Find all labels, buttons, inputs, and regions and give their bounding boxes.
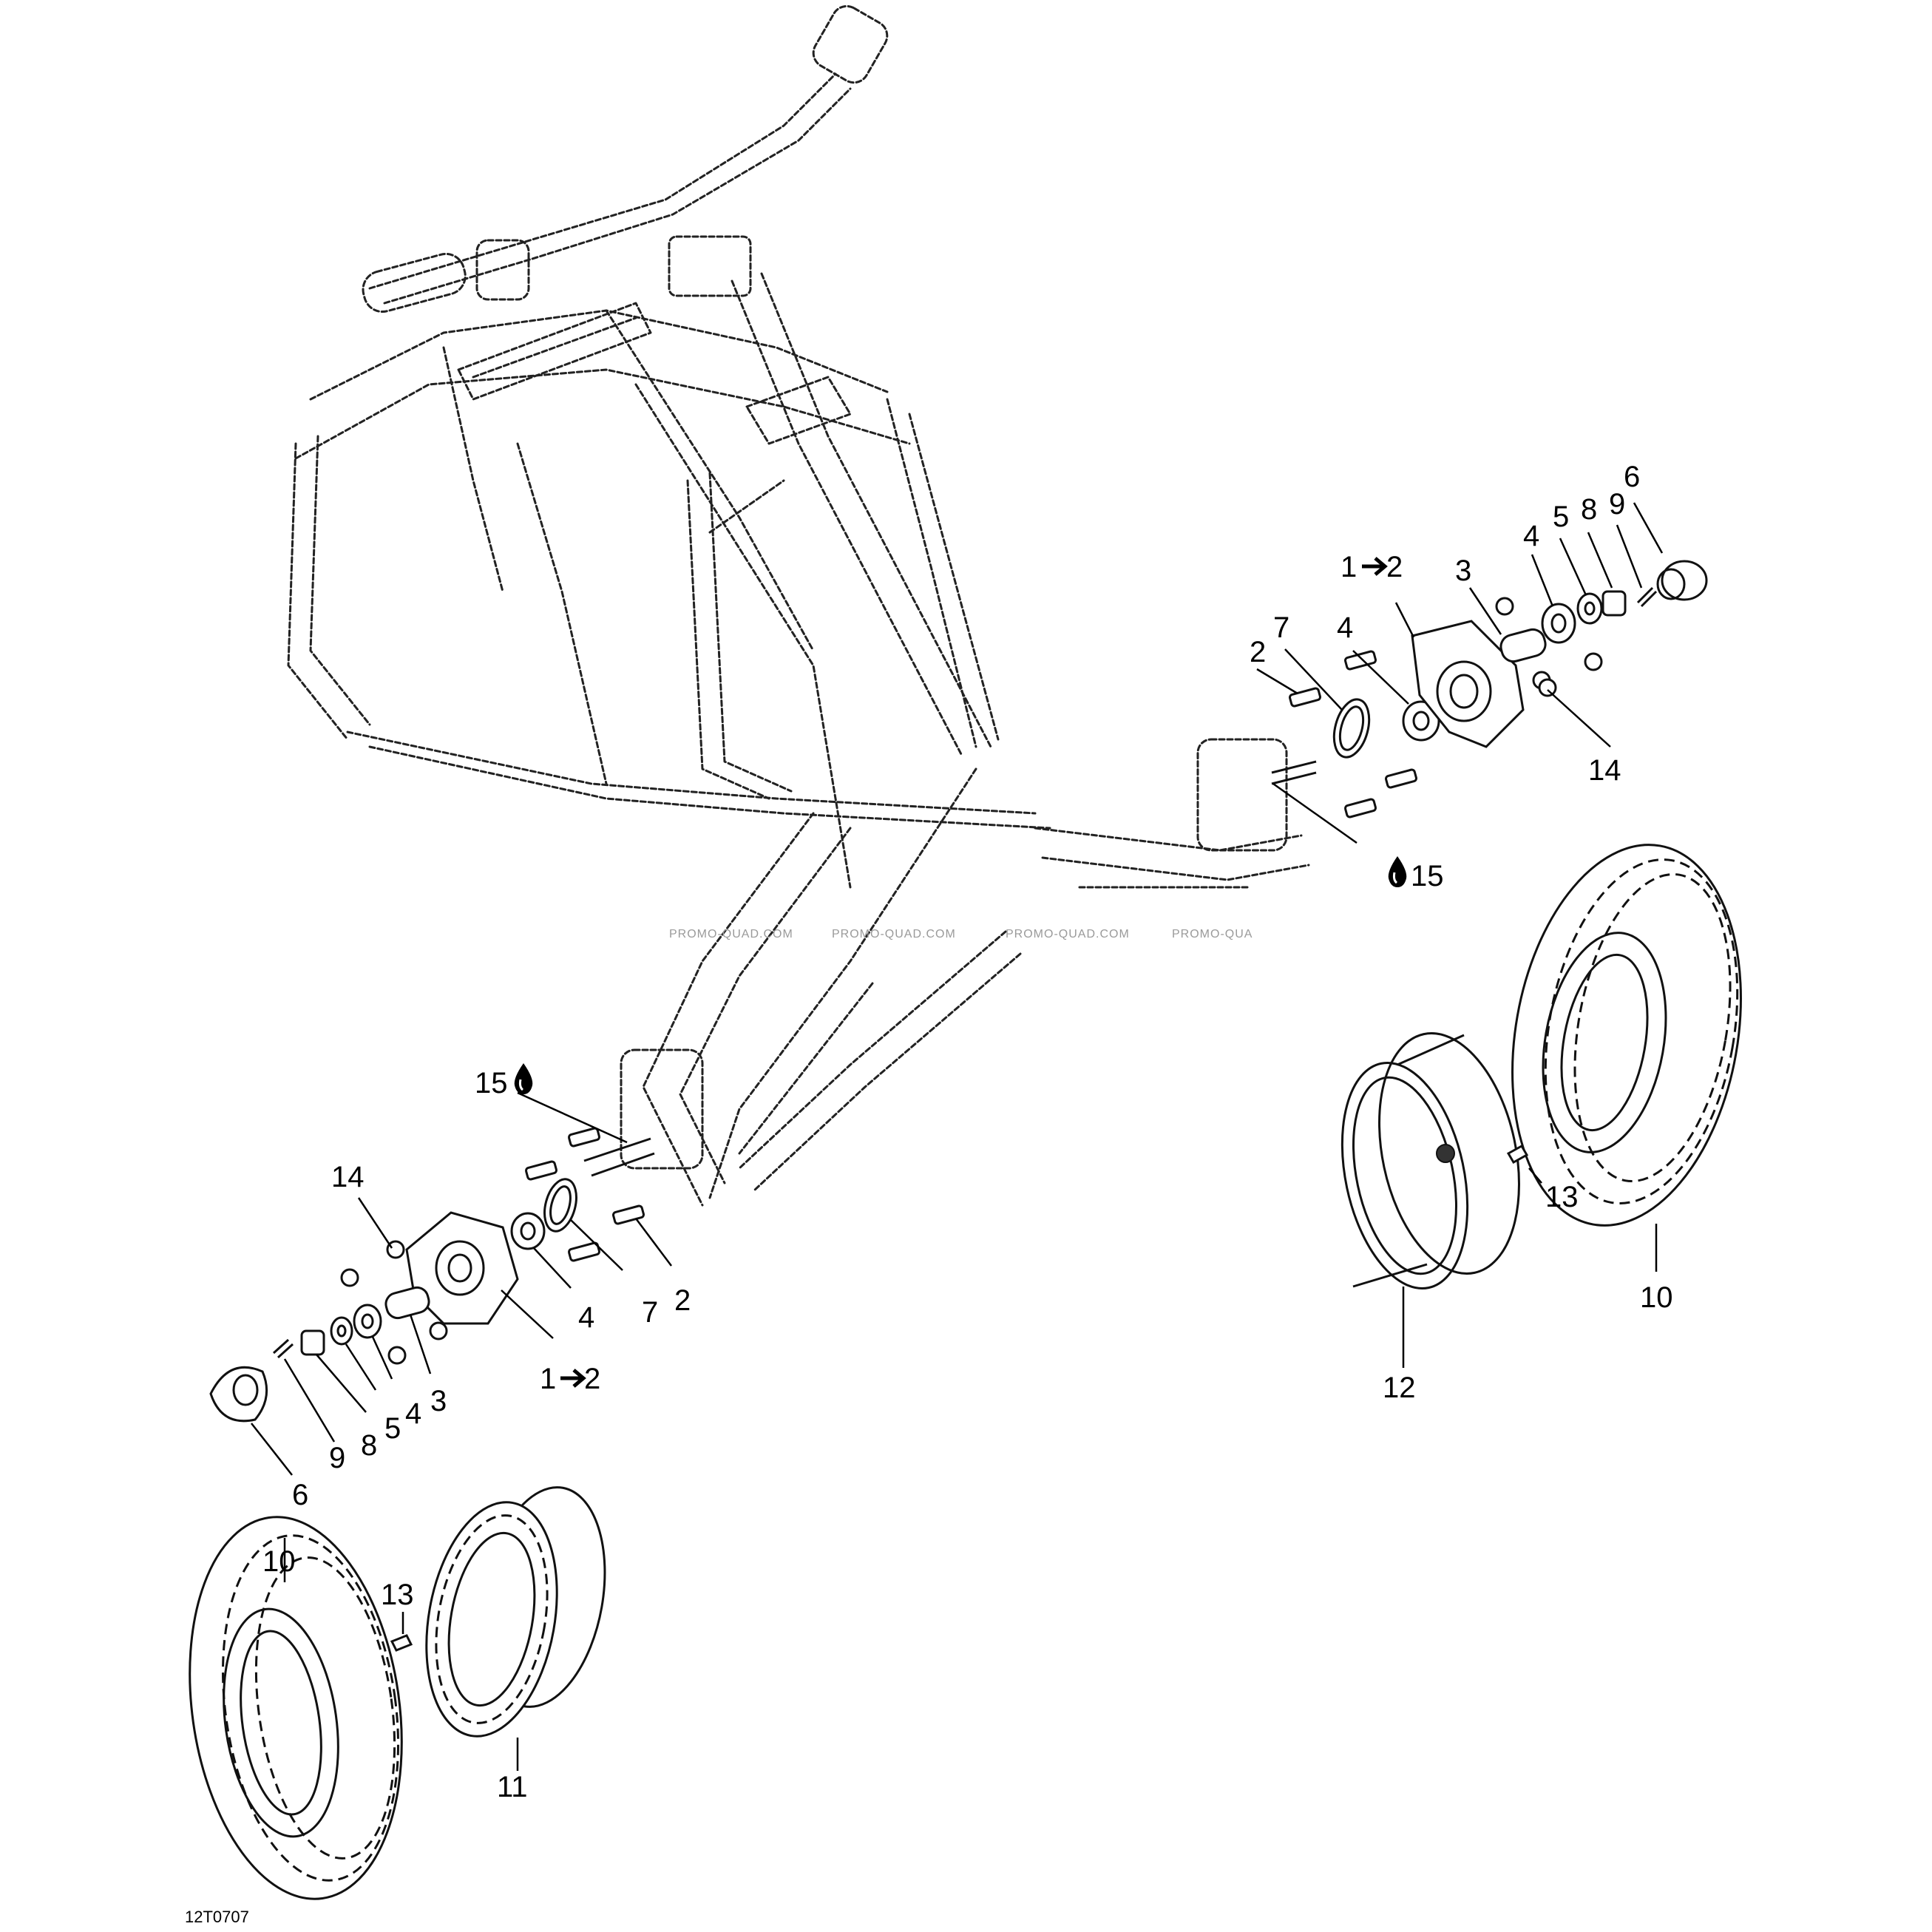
callout-4b-left: 4: [405, 1397, 421, 1430]
callout-2-left: 2: [674, 1284, 691, 1317]
watermark: PROMO-QUAD.COM PROMO-QUAD.COM PROMO-QUAD…: [669, 928, 1253, 940]
callout-9-left: 9: [329, 1442, 345, 1474]
callout-3-left: 3: [430, 1385, 447, 1417]
watermark-text: PROMO-QUA: [1172, 928, 1253, 940]
callout-13-right-valve: 13: [1545, 1181, 1579, 1213]
oil-drop-icon: [1388, 856, 1407, 887]
callout-15-right: 15: [1411, 860, 1444, 892]
callout-8-left: 8: [361, 1429, 377, 1462]
callout-4a-right: 4: [1337, 611, 1353, 644]
wheel-stud-icon: [1289, 650, 1417, 818]
callout-5-right: 5: [1553, 501, 1569, 533]
callout-12-right-rim: 12: [1383, 1372, 1416, 1404]
callout-11-left-rim: 11: [497, 1771, 528, 1803]
callout-14-right: 14: [1588, 754, 1621, 787]
leader-lines: [251, 502, 1664, 1771]
callouts-left-hub: 15 14 2 7 4 1 2 3 4 5 8 9 6: [292, 1063, 691, 1511]
drawing-code: 12T0707: [185, 1908, 249, 1926]
callout-9-right: 9: [1609, 488, 1625, 521]
watermark-text: PROMO-QUAD.COM: [1006, 928, 1130, 940]
callout-6-right: 6: [1624, 461, 1640, 493]
callout-7-left: 7: [642, 1296, 658, 1329]
callout-7-right: 7: [1273, 611, 1289, 644]
right-valve-stem-icon: [1506, 1144, 1529, 1165]
callout-10-left-tire: 10: [262, 1545, 296, 1578]
callout-4b-right: 4: [1523, 520, 1539, 552]
callout-6-left: 6: [292, 1479, 308, 1511]
oil-drop-icon: [514, 1063, 533, 1094]
callout-2-right-hub: 2: [1386, 551, 1403, 583]
callout-15-left: 15: [475, 1067, 508, 1099]
right-hub-assembly: [1289, 560, 1708, 818]
callouts-right-hub: 1 2 2 7 4 3 4 5 8 9 6 14 15: [1250, 461, 1640, 892]
left-rim: [425, 1486, 606, 1738]
callout-1-right: 1: [1340, 551, 1357, 583]
callout-2-left-hub: 2: [584, 1363, 600, 1395]
right-tire: [1511, 844, 1742, 1227]
right-arrow-icon: [560, 1369, 586, 1388]
callout-2-right: 2: [1250, 636, 1266, 668]
callout-14-left: 14: [331, 1161, 365, 1193]
wheel-stud-icon: [525, 1127, 645, 1262]
vehicle-frame: [287, 4, 1310, 1207]
callout-3-right: 3: [1455, 555, 1471, 587]
left-tire: [189, 1516, 403, 1900]
right-arrow-icon: [1362, 557, 1388, 576]
callout-8-right: 8: [1581, 493, 1597, 526]
left-valve-stem-icon: [390, 1634, 413, 1652]
callout-10-right-tire: 10: [1640, 1281, 1673, 1314]
callout-5-left: 5: [384, 1412, 401, 1445]
callout-13-left-valve: 13: [381, 1579, 414, 1611]
callout-1-left: 1: [540, 1363, 556, 1395]
right-rim: [1340, 1032, 1520, 1290]
watermark-text: PROMO-QUAD.COM: [832, 928, 956, 940]
left-hub-assembly: [209, 1127, 645, 1423]
axle-stubs: [583, 760, 1317, 1177]
watermark-text: PROMO-QUAD.COM: [669, 928, 793, 940]
callout-4a-left: 4: [578, 1301, 594, 1334]
callouts-wheels: 10 12 13 10 11 13: [262, 1181, 1673, 1803]
